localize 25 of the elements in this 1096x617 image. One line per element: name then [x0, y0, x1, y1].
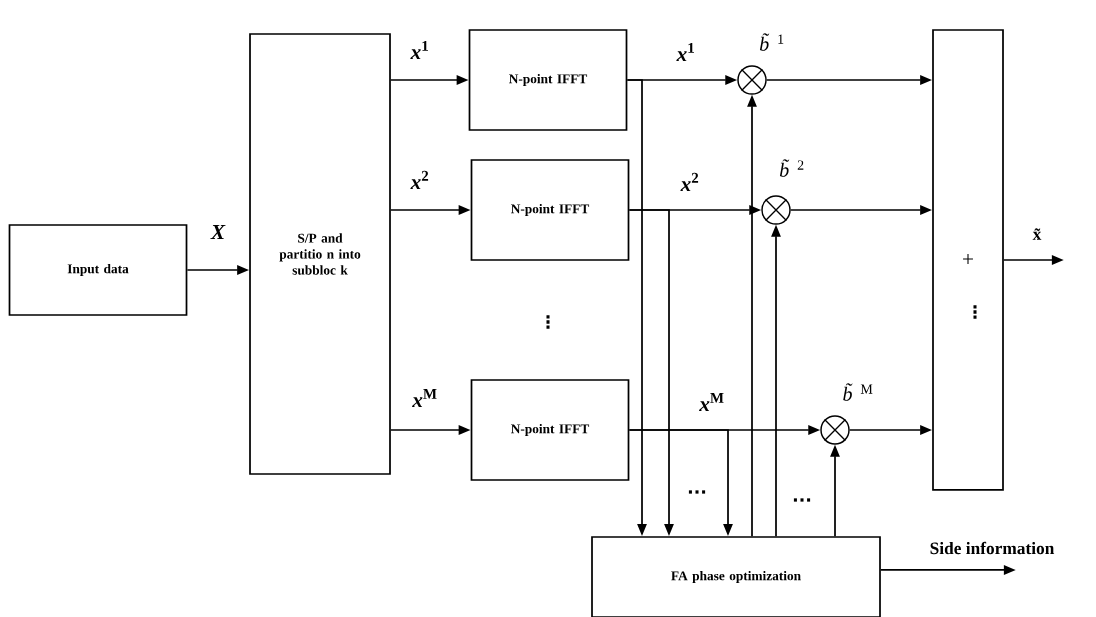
- edge-label: x$^{1}$: [409, 39, 431, 61]
- multiplier-label: b̃$^{M}$: [843, 383, 873, 401]
- multiplier-label: b̃$^{1}$: [759, 33, 784, 51]
- multiplier-symbol: [820, 415, 850, 445]
- process-box: FA phase optimization: [591, 536, 881, 617]
- edge-label: X: [209, 223, 227, 241]
- multiplier-symbol: [737, 65, 767, 95]
- edge-label: x$^{M}$: [697, 391, 727, 413]
- process-box: N-point IFFT: [470, 159, 630, 261]
- edge-label: x̃: [1031, 227, 1043, 241]
- edge-label: Side information: [928, 540, 1056, 556]
- multiplier-symbol: [761, 195, 791, 225]
- process-box: N-point IFFT: [468, 29, 628, 131]
- ellipsis-dots: ⋮: [973, 305, 977, 319]
- ellipsis-dots: ⋮: [546, 315, 550, 329]
- edge-label: x$^{2}$: [409, 169, 431, 191]
- ellipsis-dots: ...: [793, 498, 811, 502]
- edge-label: x$^{M}$: [410, 387, 440, 409]
- edge-label: x$^{1}$: [675, 41, 697, 63]
- process-box: Input data: [8, 224, 188, 316]
- process-box: N-point IFFT: [470, 379, 630, 481]
- multiplier-label: b̃$^{2}$: [779, 159, 804, 177]
- process-box: S/P and partitio n into subbloc k: [249, 33, 391, 475]
- ellipsis-dots: ...: [688, 490, 706, 494]
- edge-label: x$^{2}$: [679, 171, 701, 193]
